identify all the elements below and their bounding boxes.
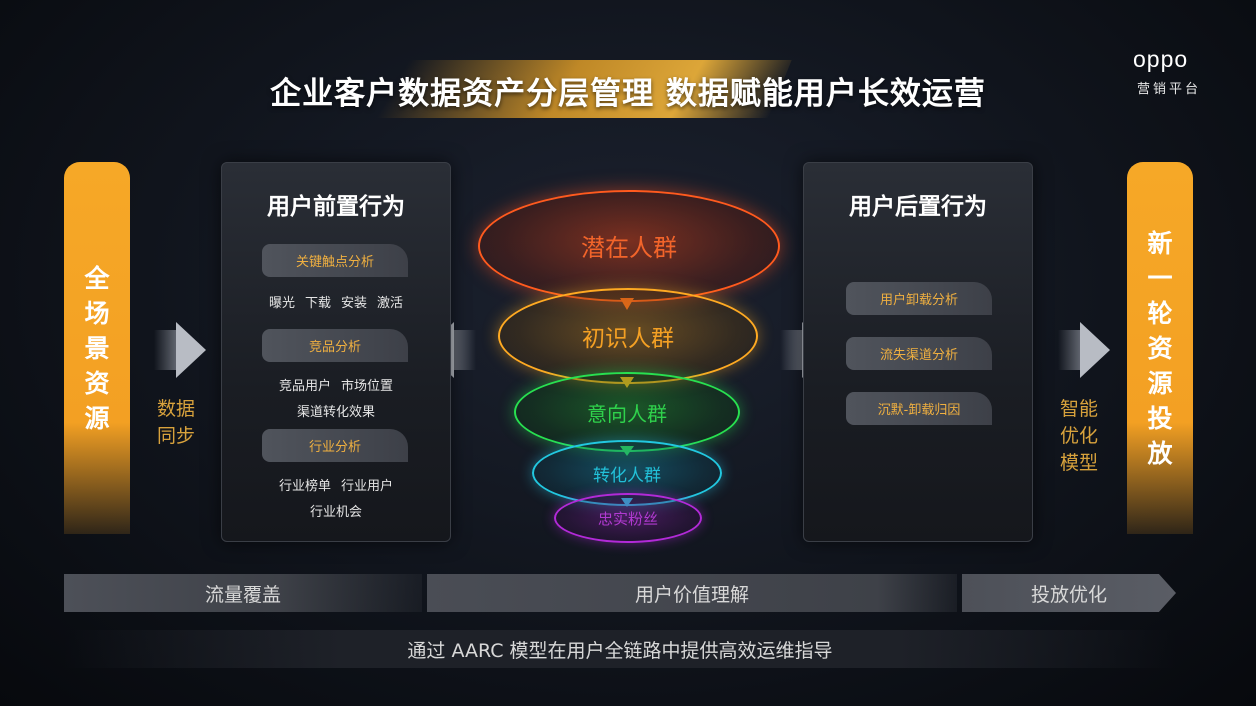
detail-item: 安装 [341, 296, 368, 311]
label-line: 数据 [156, 398, 195, 420]
pillar-char: 新 [1147, 228, 1173, 258]
tag-churn-channel-analysis: 流失渠道分析 [846, 337, 992, 370]
funnel-label: 转化人群 [593, 465, 661, 486]
data-sync-label: 数据 同步 [152, 396, 200, 450]
pillar-char: 投 [1147, 403, 1173, 433]
funnel-stage-loyal: 忠实粉丝 [554, 493, 702, 543]
pillar-char: 一 [1147, 263, 1173, 293]
pillar-char: 全 [84, 263, 110, 293]
tag-label: 沉默-卸载归因 [877, 403, 961, 418]
page-title: 企业客户数据资产分层管理 数据赋能用户长效运营 [270, 76, 986, 112]
detail-item: 渠道转化效果 [296, 405, 375, 420]
detail-item: 竞品用户 [278, 379, 331, 394]
funnel-stage-aware: 初识人群 [498, 288, 758, 384]
funnel-label: 初识人群 [582, 326, 674, 352]
pillar-char: 景 [84, 333, 110, 363]
detail-item: 行业用户 [341, 479, 394, 494]
footer-note: 通过 AARC 模型在用户全链路中提供高效运维指导 [64, 630, 1176, 668]
bar-label: 流量覆盖 [204, 583, 281, 606]
detail-item: 下载 [304, 296, 331, 311]
user-funnel: 潜在人群 初识人群 意向人群 转化人群 忠实粉丝 [470, 180, 786, 550]
bar-label: 用户价值理解 [634, 583, 749, 606]
tag-label: 流失渠道分析 [879, 348, 958, 363]
footer-text: 通过 AARC 模型在用户全链路中提供高效运维指导 [407, 639, 833, 662]
label-line: 优化 [1059, 425, 1098, 447]
funnel-label: 忠实粉丝 [597, 509, 658, 528]
pillar-char: 资 [1147, 333, 1173, 363]
funnel-label: 意向人群 [587, 401, 667, 426]
tag-label: 关键触点分析 [295, 255, 374, 270]
panel-title: 用户前置行为 [267, 194, 405, 220]
tag-touchpoint-analysis: 关键触点分析 [262, 244, 408, 277]
bar-user-value: 用户价值理解 [427, 574, 957, 612]
funnel-stage-potential: 潜在人群 [478, 190, 780, 302]
tag-details: 行业机会 [222, 501, 450, 520]
detail-item: 行业榜单 [278, 479, 331, 494]
detail-item: 激活 [377, 296, 404, 311]
bar-ad-optimization: 投放优化 [962, 574, 1176, 612]
tag-label: 用户卸载分析 [879, 293, 958, 308]
smart-model-label: 智能 优化 模型 [1055, 396, 1103, 477]
funnel-stage-intent: 意向人群 [514, 372, 740, 452]
label-line: 智能 [1059, 398, 1098, 420]
pillar-char: 资 [84, 368, 110, 398]
panel-title: 用户后置行为 [849, 194, 987, 220]
pillar-char: 源 [1147, 368, 1173, 398]
pillar-char: 场 [84, 298, 110, 328]
left-pillar: 全 场 景 资 源 [64, 162, 130, 534]
right-pillar: 新 一 轮 资 源 投 放 [1127, 162, 1193, 534]
tag-silence-attribution: 沉默-卸载归因 [846, 392, 992, 425]
tag-label: 竞品分析 [308, 340, 361, 355]
detail-item: 曝光 [268, 296, 295, 311]
tag-details: 曝光下载安装激活 [222, 292, 450, 311]
brand-subtitle: 营销平台 [1137, 82, 1202, 97]
tag-label: 行业分析 [308, 440, 361, 455]
tag-details: 竞品用户市场位置 [222, 375, 450, 394]
pillar-char: 轮 [1147, 298, 1173, 328]
bar-traffic-coverage: 流量覆盖 [64, 574, 422, 612]
pre-behavior-panel: 用户前置行为 关键触点分析 曝光下载安装激活 竞品分析 竞品用户市场位置 渠道转… [221, 162, 451, 542]
label-line: 同步 [156, 425, 195, 447]
pillar-char: 放 [1147, 438, 1173, 468]
detail-item: 行业机会 [309, 505, 362, 520]
label-line: 模型 [1059, 452, 1098, 474]
oppo-logo: oppo [1133, 46, 1189, 72]
tag-details: 渠道转化效果 [222, 401, 450, 420]
detail-item: 市场位置 [341, 379, 394, 394]
tag-uninstall-analysis: 用户卸载分析 [846, 282, 992, 315]
pillar-char: 源 [84, 403, 110, 433]
post-behavior-panel: 用户后置行为 用户卸载分析 流失渠道分析 沉默-卸载归因 [803, 162, 1033, 542]
tag-competitor-analysis: 竞品分析 [262, 329, 408, 362]
tag-industry-analysis: 行业分析 [262, 429, 408, 462]
bar-label: 投放优化 [1030, 583, 1107, 606]
tag-details: 行业榜单行业用户 [222, 475, 450, 494]
arrow-right-icon [1058, 322, 1110, 378]
arrow-right-icon [154, 322, 206, 378]
funnel-label: 潜在人群 [581, 233, 677, 262]
